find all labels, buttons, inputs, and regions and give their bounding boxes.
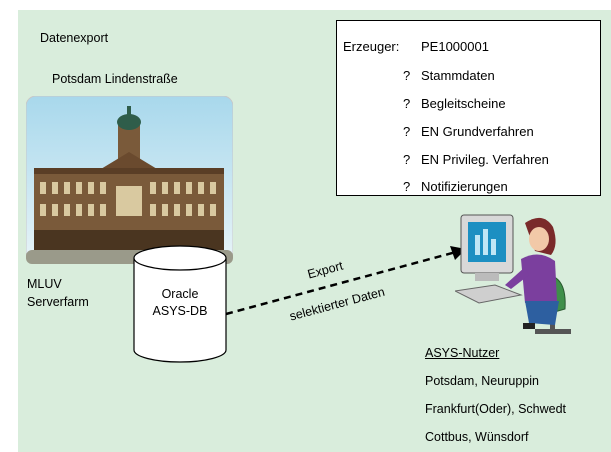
users-line-1: Potsdam, Neuruppin [425,374,539,388]
serverfarm-line-1: MLUV [27,277,62,291]
database-cylinder [133,245,227,363]
bullet-icon: ? [403,68,411,83]
serverfarm-label: MLUV Serverfarm [27,275,89,311]
bullet-icon: ? [403,179,411,194]
info-item-en-privileg: EN Privileg. Verfahren [421,152,549,167]
users-line-2: Frankfurt(Oder), Schwedt [425,402,567,416]
info-item-en-grundverfahren: EN Grundverfahren [421,124,534,139]
bullet-icon: ? [403,96,411,111]
bullet-icon: ? [403,152,411,167]
location-label: Potsdam Lindenstraße [52,72,178,86]
database-label: Oracle ASYS-DB [136,286,224,320]
diagram-title: Datenexport [40,31,109,45]
info-item-stammdaten: Stammdaten [421,68,495,83]
users-heading: ASYS-Nutzer [425,346,500,360]
info-item-notifizierungen: Notifizierungen [421,179,508,194]
users-line-3: Cottbus, Wünsdorf [425,430,529,444]
database-line-1: Oracle [161,287,199,301]
export-info-box: Erzeuger: PE1000001 ? Stammdaten ? Begle… [336,20,601,196]
producer-label: Erzeuger: [343,39,400,54]
info-item-begleitscheine: Begleitscheine [421,96,506,111]
serverfarm-line-2: Serverfarm [27,295,89,309]
database-line-2: ASYS-DB [152,304,208,318]
producer-id: PE1000001 [421,39,489,54]
user-computer-icon [455,214,571,334]
building-photo [26,96,233,264]
bullet-icon: ? [403,124,411,139]
